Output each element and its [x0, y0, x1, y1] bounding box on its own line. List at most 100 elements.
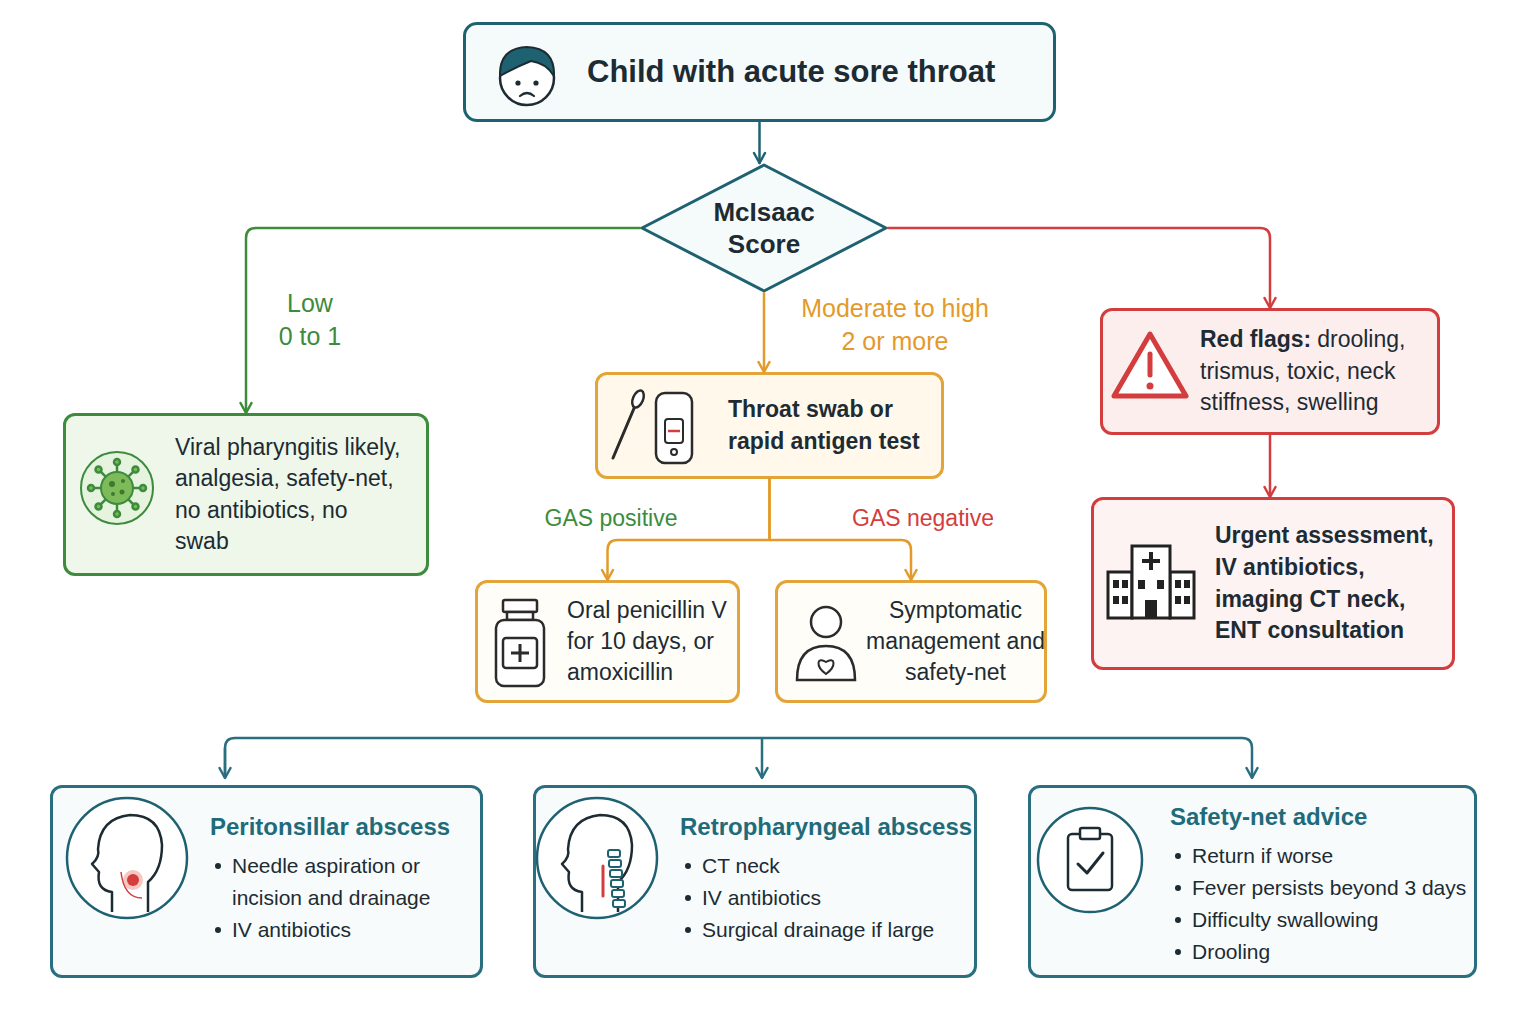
patient-care-icon: [811, 607, 841, 637]
node-text-box: Viral pharyngitis likely, analgesia, saf…: [175, 416, 403, 573]
bracket-arrow: [761, 738, 764, 778]
virus-icon: [114, 459, 120, 465]
virus-icon: [96, 504, 102, 510]
virus-icon: [128, 499, 134, 505]
clipboard-icon: [1038, 808, 1142, 912]
bullet-dot: [1175, 853, 1181, 859]
medicine-bottle-icon: [503, 600, 537, 612]
neck-spine-icon: [611, 880, 623, 887]
outcome-box: Viral pharyngitis likely, analgesia, saf…: [63, 413, 429, 576]
warning-icon: [1114, 334, 1186, 396]
node-text-box: Throat swab or rapid antigen test: [728, 375, 933, 476]
virus-icon: [116, 504, 119, 512]
neck-spine-icon: [537, 798, 657, 918]
hospital-icon: [1108, 546, 1194, 618]
bullet-text: Fever persists beyond 3 days: [1192, 872, 1470, 904]
bullet-text: CT neck: [702, 850, 960, 882]
throat-profile-icon: [121, 872, 142, 898]
virus-icon: [96, 467, 102, 473]
bullet-row: Fever persists beyond 3 days: [1170, 872, 1470, 904]
bullet-dot: [685, 927, 691, 933]
patient-care-icon: [797, 607, 855, 680]
rapid-test-icon: [671, 449, 677, 455]
virus-icon: [133, 487, 141, 490]
bullet-dot: [215, 863, 221, 869]
rapid-test-icon: [668, 430, 680, 433]
warning-icon: [1147, 383, 1154, 390]
start-box: Child with acute sore throat: [463, 22, 1056, 122]
virus-icon: [114, 511, 120, 517]
diamond-outline: [640, 163, 888, 293]
virus-icon: [120, 490, 125, 495]
swab-icon: [613, 389, 646, 458]
hospital-icon: [1184, 580, 1190, 588]
bullet-dot: [215, 927, 221, 933]
bullet-text: IV antibiotics: [702, 882, 960, 914]
child-face-icon: [500, 47, 554, 105]
edge-label: Low 0 to 1: [278, 287, 343, 352]
bullet-row: IV antibiotics: [680, 882, 960, 914]
node-label: Symptomatic management and safety-net: [863, 595, 1048, 689]
complication-card: Peritonsillar abscessNeedle aspiration o…: [50, 785, 483, 978]
edge-label: GAS negative: [843, 504, 1003, 534]
complication-card: Retropharyngeal abscess CT neckIV antibio…: [533, 785, 977, 978]
virus-icon: [81, 452, 153, 524]
hospital-icon: [1113, 596, 1119, 604]
clipboard-icon: [1038, 808, 1142, 912]
process-box: Throat swab or rapid antigen test: [595, 372, 944, 479]
virus-icon: [133, 504, 139, 510]
hospital-icon: [1108, 572, 1132, 618]
clipboard-icon: [1068, 834, 1112, 890]
warning-icon: [1114, 334, 1186, 396]
throat-profile-icon: [67, 798, 187, 918]
virus-icon: [133, 467, 139, 473]
edge-label: Moderate to high 2 or more: [798, 292, 993, 357]
virus-icon: [140, 485, 146, 491]
throat-profile-icon: [127, 874, 139, 886]
virus-icon: [100, 499, 106, 505]
throat-profile-icon: [92, 815, 162, 912]
connector-arrow: [758, 122, 761, 163]
swab-icon: [613, 406, 635, 458]
neck-spine-icon: [562, 815, 632, 912]
node-label: Throat swab or rapid antigen test: [728, 394, 933, 457]
bracket-line: [225, 738, 1252, 778]
warning-heading: Red flags:: [1200, 326, 1311, 352]
rapid-test-icon: [656, 393, 692, 463]
text-paragraph: Red flags:drooling, trismus, toxic, neck…: [1200, 324, 1422, 419]
medicine-bottle-icon: [503, 638, 537, 668]
card-heading: Peritonsillar abscess: [210, 811, 472, 842]
decision-label: McIsaac Score: [699, 196, 829, 261]
child-face-icon: [520, 93, 534, 96]
node-label: Child with acute sore throat: [587, 52, 1047, 92]
child-face-icon: [500, 51, 554, 105]
node-label: Urgent assessment, IV antibiotics, imagi…: [1215, 520, 1451, 647]
card-heading: Retropharyngeal abscess: [680, 811, 960, 842]
card-content: Safety-net adviceReturn if worseFever pe…: [1170, 801, 1470, 968]
hospital-icon: [1113, 580, 1190, 604]
virus-icon: [128, 471, 134, 477]
neck-spine-icon: [608, 850, 620, 857]
connector-arrow: [246, 228, 640, 413]
hospital-icon: [1175, 596, 1181, 604]
child-face-icon: [515, 80, 520, 85]
virus-icon: [101, 472, 133, 504]
neck-spine-icon: [609, 860, 621, 867]
bullet-row: Difficulty swallowing: [1170, 904, 1470, 936]
node-text-box: Red flags:drooling, trismus, toxic, neck…: [1200, 311, 1422, 432]
child-face-icon: [500, 47, 554, 76]
diamond-shape: [642, 165, 886, 291]
medicine-bottle-icon: [511, 644, 529, 662]
node-text-box: Oral penicillin V for 10 days, or amoxic…: [567, 583, 737, 700]
distribution-bracket: [225, 738, 1252, 778]
bullet-text: Return if worse: [1192, 840, 1470, 872]
hospital-icon: [1142, 552, 1160, 570]
hospital-icon: [1170, 572, 1194, 618]
bullet-row: CT neck: [680, 850, 960, 882]
diamond-text-box: McIsaac Score: [640, 163, 888, 293]
patient-care-icon: [797, 646, 855, 680]
virus-icon: [88, 459, 146, 517]
